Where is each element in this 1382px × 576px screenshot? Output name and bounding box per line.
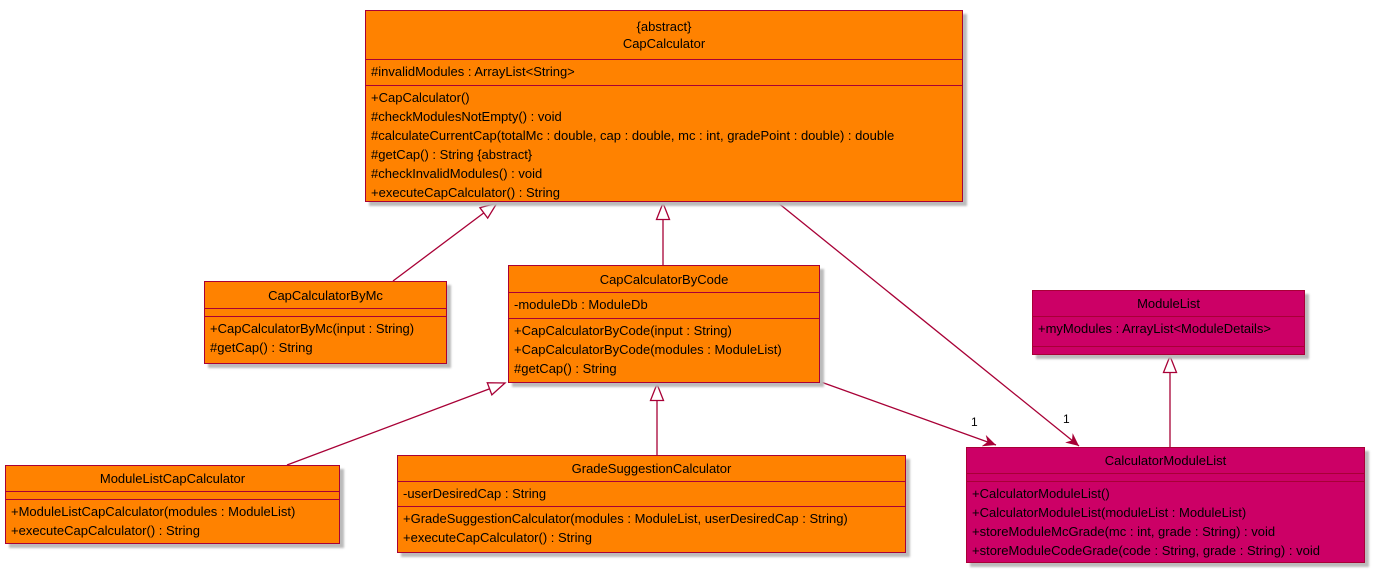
class-gradesuggestioncalculator-name: GradeSuggestionCalculator [571, 461, 732, 476]
class-modulelistcapcalculator-title: ModuleListCapCalculator [6, 466, 339, 491]
method: +CapCalculatorByCode(input : String) [514, 323, 732, 338]
method: +CalculatorModuleList() [972, 486, 1110, 501]
class-modulelistcapcalculator: ModuleListCapCalculator +ModuleListCapCa… [5, 465, 340, 544]
class-capcalculator-title: {abstract} CapCalculator [366, 11, 962, 59]
class-capcalculatorbycode-attributes: -moduleDb : ModuleDb [509, 292, 819, 318]
class-capcalculator-stereotype: {abstract} [636, 19, 692, 34]
class-capcalculator-methods: +CapCalculator() #checkModulesNotEmpty()… [366, 85, 962, 201]
method: +storeModuleMcGrade(mc : int, grade : St… [972, 524, 1276, 539]
association-capcalculatorbycode-to-calculatormodulelist [820, 381, 997, 447]
class-calculatormodulelist-title: CalculatorModuleList [967, 448, 1364, 473]
generalization-capcalculatorbymc-to-capcalculator [392, 201, 499, 282]
attribute: -userDesiredCap : String [403, 486, 547, 501]
multiplicity-label-bycode-association: 1 [971, 415, 978, 429]
class-capcalculatorbymc-methods: +CapCalculatorByMc(input : String) #getC… [205, 316, 446, 363]
method: #getCap() : String {abstract} [371, 147, 533, 162]
class-capcalculatorbymc: CapCalculatorByMc +CapCalculatorByMc(inp… [204, 281, 447, 364]
class-modulelist-title: ModuleList [1033, 291, 1304, 316]
class-capcalculatorbycode-name: CapCalculatorByCode [599, 271, 729, 287]
method: +executeCapCalculator() : String [403, 530, 592, 545]
class-capcalculatorbymc-name: CapCalculatorByMc [268, 287, 383, 303]
method: +CapCalculator() [371, 90, 470, 105]
class-calculatormodulelist-methods: +CalculatorModuleList() +CalculatorModul… [967, 481, 1364, 562]
class-gradesuggestioncalculator-methods: +GradeSuggestionCalculator(modules : Mod… [398, 506, 905, 552]
class-modulelist-attributes: +myModules : ArrayList<ModuleDetails> [1033, 316, 1304, 346]
class-modulelistcapcalculator-methods: +ModuleListCapCalculator(modules : Modul… [6, 499, 339, 543]
class-capcalculator-attributes: #invalidModules : ArrayList<String> [366, 59, 962, 85]
class-modulelist: ModuleList +myModules : ArrayList<Module… [1032, 290, 1305, 355]
class-capcalculator-name: CapCalculator [622, 36, 706, 51]
class-gradesuggestioncalculator-title: GradeSuggestionCalculator [398, 456, 905, 481]
method: #checkInvalidModules() : void [371, 166, 543, 181]
method: +executeCapCalculator() : String [371, 185, 560, 200]
method: #getCap() : String [210, 340, 313, 355]
class-modulelistcapcalculator-name: ModuleListCapCalculator [99, 471, 246, 486]
class-modulelistcapcalculator-attributes [6, 491, 339, 499]
class-modulelist-name: ModuleList [1137, 296, 1200, 311]
class-capcalculator: {abstract} CapCalculator #invalidModules… [365, 10, 963, 202]
class-gradesuggestioncalculator: GradeSuggestionCalculator -userDesiredCa… [397, 455, 906, 553]
multiplicity-label-capcalculator-association: 1 [1063, 412, 1070, 426]
method: #checkModulesNotEmpty() : void [371, 109, 562, 124]
method: +ModuleListCapCalculator(modules : Modul… [11, 504, 296, 519]
class-modulelist-methods [1033, 346, 1304, 354]
method: #getCap() : String [514, 361, 617, 376]
attribute: -moduleDb : ModuleDb [514, 297, 648, 312]
method: +GradeSuggestionCalculator(modules : Mod… [403, 511, 848, 526]
method: +executeCapCalculator() : String [11, 523, 200, 538]
class-calculatormodulelist-name: CalculatorModuleList [1104, 453, 1227, 468]
method: +CapCalculatorByCode(modules : ModuleLis… [514, 342, 782, 357]
class-calculatormodulelist-attributes [967, 473, 1364, 481]
method: +CalculatorModuleList(moduleList : Modul… [972, 505, 1247, 520]
method: +storeModuleCodeGrade(code : String, gra… [972, 543, 1320, 558]
class-capcalculatorbycode-methods: +CapCalculatorByCode(input : String) +Ca… [509, 318, 819, 382]
method: +CapCalculatorByMc(input : String) [210, 321, 415, 336]
class-capcalculatorbymc-title: CapCalculatorByMc [205, 282, 446, 308]
class-capcalculatorbymc-attributes [205, 308, 446, 316]
class-gradesuggestioncalculator-attributes: -userDesiredCap : String [398, 481, 905, 506]
attribute: +myModules : ArrayList<ModuleDetails> [1038, 321, 1272, 336]
attribute: #invalidModules : ArrayList<String> [371, 64, 575, 79]
generalization-modulelistcapcalculator-to-capcalculatorbycode [286, 382, 507, 466]
method: #calculateCurrentCap(totalMc : double, c… [371, 128, 895, 143]
class-capcalculatorbycode-title: CapCalculatorByCode [509, 266, 819, 292]
class-capcalculatorbycode: CapCalculatorByCode -moduleDb : ModuleDb… [508, 265, 820, 383]
class-calculatormodulelist: CalculatorModuleList +CalculatorModuleLi… [966, 447, 1365, 563]
